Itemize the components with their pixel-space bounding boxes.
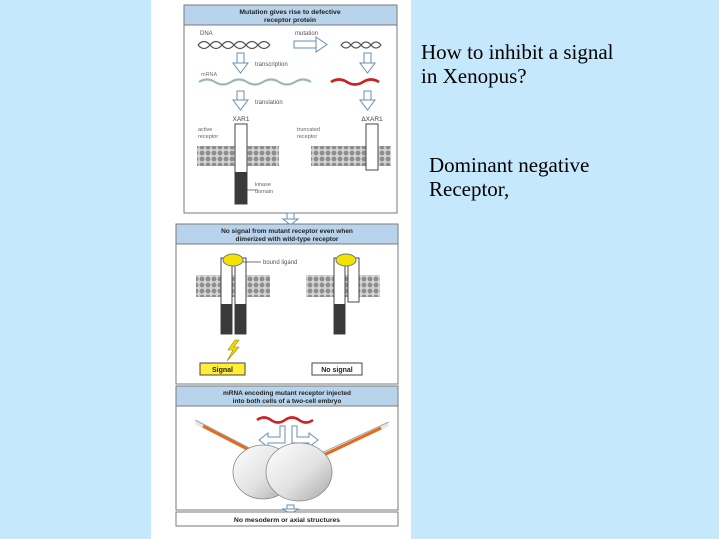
panel-a: Mutation gives rise to defective recepto… (183, 4, 398, 214)
signal-box (199, 362, 246, 376)
wildtype-mrna (198, 78, 312, 86)
no-signal-label: No signal (321, 367, 353, 374)
truncated-receptor-label-1: truncated (297, 127, 320, 133)
panel-b-header-line-1: No signal from mutant receptor even when (221, 228, 353, 235)
kinase-domain-label-1: kinase (255, 182, 271, 188)
mutant-mrna (330, 78, 380, 86)
wildtype-dimer (220, 253, 247, 335)
active-receptor-label-2: receptor (198, 134, 218, 140)
answer-line-1: Dominant negative (429, 153, 590, 177)
mutant-dna-helix (340, 41, 382, 49)
membrane-right (311, 146, 391, 166)
figure-diagram: Mutation gives rise to defective recepto… (175, 4, 399, 527)
kinase-domain-label-2: domain (255, 189, 273, 195)
bound-ligand-right (335, 253, 357, 267)
question-line-1: How to inhibit a signal (421, 40, 614, 64)
panel-c: mRNA encoding mutant receptor injected i… (175, 385, 399, 511)
signal-label: Signal (212, 367, 233, 374)
truncated-receptor-label-2: receptor (297, 134, 317, 140)
mutation-arrow (293, 36, 328, 53)
mutant-mrna-injected (256, 416, 314, 424)
truncated-receptor (365, 123, 379, 171)
slide-answer: Dominant negative Receptor, (429, 153, 709, 201)
active-receptor (234, 123, 257, 205)
question-line-2: in Xenopus? (421, 64, 527, 88)
connector-a-b (281, 212, 300, 226)
active-receptor-label-1: active (198, 127, 212, 133)
no-signal-box (311, 362, 363, 376)
dna-label: DNA (200, 31, 213, 37)
two-cell-embryo (232, 442, 333, 502)
wildtype-dna-helix (197, 40, 271, 50)
transcription-arrow-left (232, 52, 249, 74)
bound-ligand-label: bound ligand (263, 260, 297, 266)
panel-c-header-line-2: into both cells of a two-cell embryo (233, 398, 342, 405)
mrna-label: mRNA (201, 72, 218, 78)
panel-a-header-line-2: receptor protein (264, 17, 316, 24)
panel-c-header-line-1: mRNA encoding mutant receptor injected (223, 390, 351, 397)
panel-b: No signal from mutant receptor even when… (175, 223, 399, 385)
mutation-label: mutation (295, 31, 318, 37)
xar1-label: XAR1 (233, 116, 250, 123)
footer-label: No mesoderm or axial structures (234, 517, 340, 524)
mixed-dimer (333, 253, 360, 335)
translation-label: translation (255, 100, 283, 106)
slide-question: How to inhibit a signal in Xenopus? (421, 40, 711, 88)
panel-b-header-line-2: dimerized with wild-type receptor (236, 236, 339, 243)
transcription-arrow-right (359, 52, 376, 74)
transcription-label: transcription (255, 62, 288, 68)
translation-arrow-left (232, 90, 249, 111)
translation-arrow-right (359, 90, 376, 111)
bound-ligand-left (222, 253, 244, 267)
footer-box (175, 511, 399, 527)
membrane-b-left (196, 275, 270, 297)
answer-line-2: Receptor, (429, 177, 510, 201)
lightning-bolt-icon (226, 339, 240, 362)
dxar1-label: ΔXAR1 (361, 116, 383, 123)
panel-a-header-line-1: Mutation gives rise to defective (239, 9, 340, 16)
